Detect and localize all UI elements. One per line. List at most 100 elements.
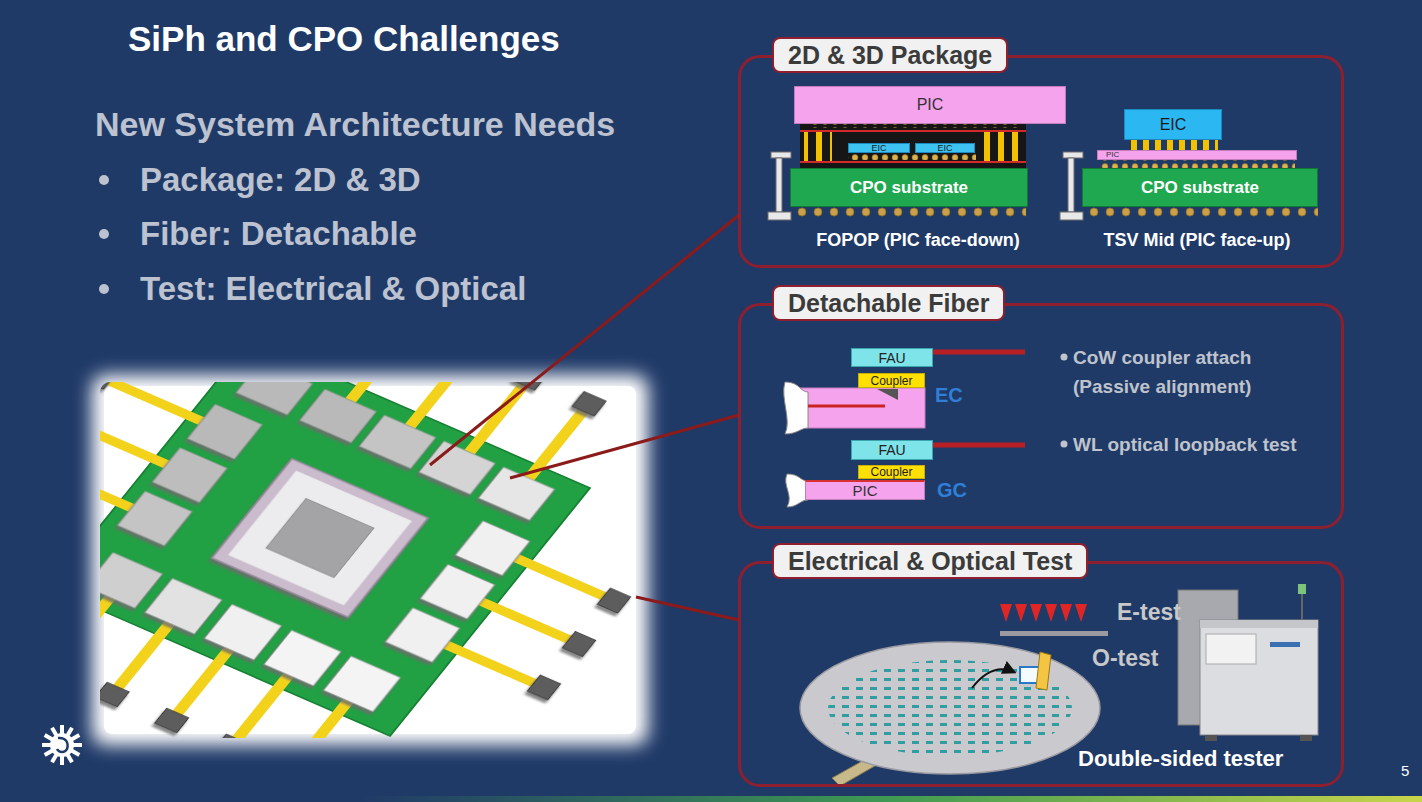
box-label: EIC [871, 144, 886, 153]
company-logo [68, 728, 73, 736]
switch-asic [212, 459, 428, 617]
company-logo [73, 743, 82, 747]
bullet-note-slot: WL optical loopback test [1073, 430, 1343, 459]
edge-coupler-drawing [800, 388, 925, 428]
edge-coupler-drawing [933, 350, 1025, 355]
leader-line [636, 597, 739, 620]
list-bullets [99, 175, 109, 294]
bullet-note: WL optical loopback test [1073, 430, 1343, 459]
page-number: 5 [1401, 762, 1419, 780]
grating-coupler-drawing [933, 443, 1025, 448]
fopop-stack [800, 130, 1026, 132]
fopop-stack [980, 132, 1022, 161]
probe-card [1015, 604, 1027, 622]
tester-machine [1200, 620, 1318, 628]
pic-die: PIC [805, 480, 925, 500]
fiber-ribbon [439, 639, 539, 687]
note-bullets [1061, 354, 1068, 448]
edge-coupler-drawing [877, 389, 898, 400]
test-type: E-test [1117, 598, 1237, 626]
company-logo [52, 728, 57, 736]
fopop-stack [812, 124, 1018, 128]
optical-engine [324, 656, 401, 712]
company-logo [42, 725, 82, 765]
fiber-connector [100, 382, 640, 738]
page-number-slot: 5 [1401, 762, 1419, 780]
fiber-ribbon [100, 382, 640, 738]
fiber-ribbon [105, 382, 205, 425]
fiber-connector [214, 734, 248, 738]
company-logo [72, 735, 80, 740]
box-label: CPO substrate [850, 179, 968, 196]
edge-coupler-drawing [784, 382, 808, 434]
stiffener-clip [768, 212, 791, 220]
fiber-connector [562, 632, 595, 657]
fiber-connector [155, 708, 189, 733]
leader-line [510, 415, 739, 478]
stiffener-clip [1068, 158, 1074, 212]
company-logo [60, 725, 64, 734]
optical-engine [456, 521, 530, 575]
fiber-ribbon [509, 553, 609, 601]
list-bullets [99, 229, 109, 239]
box-label: PIC [917, 97, 944, 113]
probe-card [1000, 604, 1108, 636]
bullet-item-slot: Package: 2D & 3D [140, 160, 660, 200]
bullet-item: Package: 2D & 3D [140, 160, 660, 200]
stiffener-clip [771, 152, 791, 158]
company-logo [52, 755, 57, 763]
fiber-ribbon [291, 696, 356, 738]
fiber-ribbon [524, 408, 589, 481]
test-type-slot: E-test [1117, 598, 1237, 626]
panel-heading: Electrical & Optical Test [772, 543, 1088, 579]
optical-engine [100, 382, 567, 718]
optical-engine [100, 553, 162, 609]
fiber-ribbon [172, 644, 237, 717]
fiber-ribbon [100, 464, 135, 512]
tester-machine [1178, 584, 1318, 741]
tester-machine [1301, 592, 1303, 620]
probe-card [1000, 604, 1087, 622]
tester-machine [1205, 735, 1217, 741]
fopop-stack [800, 124, 1026, 168]
section-panel: Detachable FiberFAUCouplerFAUCouplerPIC [738, 303, 1344, 529]
optical-engine [145, 579, 222, 635]
probe-card [1030, 604, 1042, 622]
footer-bar [360, 796, 1422, 802]
eic-die: EIC [1124, 109, 1222, 140]
coupler-type: GC [937, 478, 977, 502]
fiber-ribbon [100, 592, 118, 665]
fiber-ribbon [231, 670, 296, 738]
bullet-item-slot: Test: Electrical & Optical [140, 269, 660, 309]
tester-machine [1200, 620, 1318, 735]
package-caption-slot: FOPOP (PIC face-down) [768, 229, 1068, 251]
optical-engine [264, 630, 341, 686]
fiber-ribbon [405, 382, 470, 429]
optical-engine [188, 404, 262, 458]
cpo-illustration [100, 382, 640, 738]
probe-card [1000, 631, 1108, 636]
optical-engine [419, 441, 495, 494]
box-label: Coupler [870, 375, 912, 387]
switch-asic [228, 471, 412, 606]
solder-balls [794, 207, 1026, 217]
optical-engine [386, 608, 460, 662]
company-logo [42, 743, 51, 747]
eic-die: EIC [915, 143, 975, 153]
optical-engine [118, 491, 192, 545]
stiffener-clip [776, 158, 782, 212]
cpo-substrate: CPO substrate [790, 168, 1028, 207]
box-label: FAU [878, 351, 905, 365]
optical-engine [421, 564, 495, 618]
list-bullets [99, 284, 109, 294]
box-label: PIC [1106, 151, 1119, 159]
solder-balls [1086, 207, 1318, 217]
fiber-connector [527, 675, 560, 700]
company-logo [45, 751, 53, 756]
equipment-name: Double-sided tester [1078, 746, 1340, 772]
package-caption-slot: TSV Mid (PIC face-up) [1047, 229, 1347, 251]
cpo-substrate: CPO substrate [1082, 168, 1318, 207]
company-logo [72, 751, 80, 756]
panel-heading: Detachable Fiber [772, 285, 1005, 321]
